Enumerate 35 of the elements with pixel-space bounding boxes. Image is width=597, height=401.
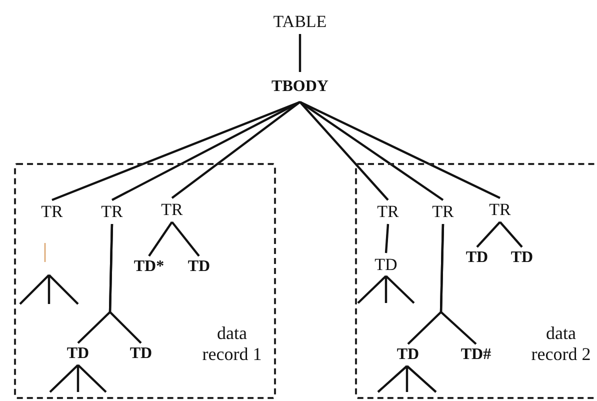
tree-branch-line [440,224,477,345]
tree-branch-line [108,224,142,344]
group-label: data record 1 [201,323,263,364]
element-label: TD [370,253,402,277]
element-label: TD [507,247,537,269]
element-label: TR [428,200,458,224]
element-label: TD* [129,256,169,278]
tree-branch-line [300,101,500,199]
element-label: TR [97,200,127,224]
tree-branch-line [52,100,300,202]
tree-branch-line [299,101,444,201]
tree-branch-line [112,101,300,201]
element-label: TD [126,343,156,365]
tree-branch-line [299,101,389,201]
dashed-group-box [14,163,276,399]
tree-branch-line [384,224,390,254]
tree-branch-line [148,221,173,257]
element-label: TD [393,344,423,366]
element-label: TD [63,343,93,365]
tree-branch-line [171,101,301,199]
tree-branch-line [476,221,501,248]
element-label: TBODY [255,72,345,102]
element-label: TR [373,200,403,224]
element-label: TR [157,198,187,222]
element-label: TABLE [262,10,338,34]
group-label: data record 2 [530,323,592,364]
element-label: TD# [458,344,494,366]
element-label: TR [37,200,67,224]
dashed-group-box [355,163,597,399]
tree-branch-line [499,221,523,248]
tree-branch-line [171,221,200,257]
element-label: TD [462,247,492,269]
element-label: TD [184,256,214,278]
element-label: TR [485,198,515,222]
tree-branch-line [298,34,302,72]
